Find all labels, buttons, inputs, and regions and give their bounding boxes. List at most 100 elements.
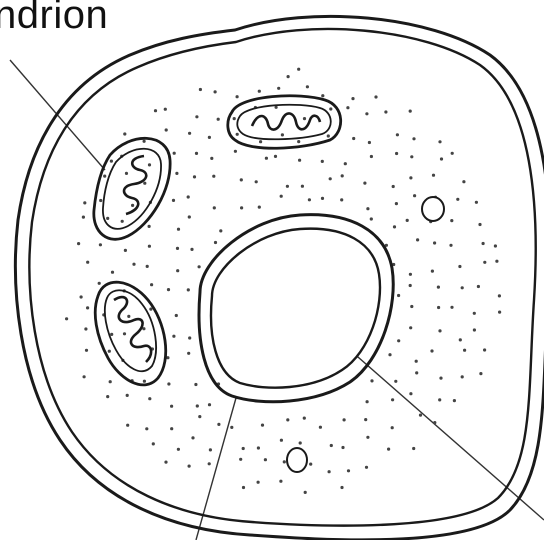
cytoplasm-granule — [176, 269, 179, 272]
cytoplasm-granule — [106, 217, 109, 220]
cytoplasm-granule — [164, 461, 167, 464]
cytoplasm-granule — [351, 97, 354, 100]
cytoplasm-granule — [126, 424, 129, 427]
cytoplasm-granule — [370, 217, 373, 220]
cytoplasm-granule — [279, 480, 282, 483]
mitochondrion-label: ndrion — [0, 0, 108, 39]
vacuole-bottom — [287, 448, 307, 472]
cytoplasm-granule — [479, 372, 482, 375]
cytoplasm-granule — [431, 270, 434, 273]
cytoplasm-granule — [126, 394, 129, 397]
cytoplasm-granule — [188, 215, 191, 218]
cytoplasm-granule — [450, 306, 453, 309]
cytoplasm-granule — [187, 288, 190, 291]
cytoplasm-granule — [473, 312, 476, 315]
cytoplasm-granule — [255, 180, 258, 183]
cytoplasm-granule — [191, 436, 194, 439]
cytoplasm-granule — [391, 398, 394, 401]
cytoplasm-granule — [388, 353, 391, 356]
cytoplasm-granule — [80, 295, 83, 298]
cytoplasm-granule — [148, 397, 151, 400]
cytoplasm-granule — [187, 195, 190, 198]
cytoplasm-granule — [217, 423, 220, 426]
cytoplasm-granule — [495, 260, 498, 263]
mitochondrion-top-cristae — [252, 113, 320, 129]
cytoplasm-granule — [309, 463, 312, 466]
cytoplasm-granule — [459, 338, 462, 341]
cytoplasm-granule — [214, 90, 217, 93]
cytoplasm-granule — [298, 159, 301, 162]
cytoplasm-granule — [143, 380, 146, 383]
cytoplasm-granule — [483, 261, 486, 264]
cytoplasm-granule — [347, 469, 350, 472]
cytoplasm-granule — [170, 427, 173, 430]
cytoplasm-granule — [450, 219, 453, 222]
cytoplasm-granule — [370, 155, 373, 158]
cytoplasm-granule — [152, 442, 155, 445]
cytoplasm-granule — [394, 380, 397, 383]
cytoplasm-granule — [148, 225, 151, 228]
cytoplasm-granule — [451, 152, 454, 155]
cytoplasm-granule — [233, 117, 236, 120]
cytoplasm-granule — [463, 349, 466, 352]
cytoplasm-granule — [374, 95, 377, 98]
cytoplasm-granule — [274, 155, 277, 158]
cytoplasm-granule — [366, 436, 369, 439]
cytoplasm-granule — [110, 160, 113, 163]
cytoplasm-granule — [458, 265, 461, 268]
cytoplasm-granule — [280, 439, 283, 442]
cytoplasm-granule — [437, 286, 440, 289]
cytoplasm-granule — [340, 486, 343, 489]
cytoplasm-granule — [352, 137, 355, 140]
cytoplasm-granule — [170, 405, 173, 408]
cytoplasm-granule — [395, 202, 398, 205]
cytoplasm-granule — [453, 399, 456, 402]
cytoplasm-granule — [430, 349, 433, 352]
cytoplasm-granule — [438, 398, 441, 401]
cytoplasm-granule — [86, 261, 89, 264]
cytoplasm-granule — [412, 447, 415, 450]
cytoplasm-granule — [208, 462, 211, 465]
cytoplasm-granule — [304, 491, 307, 494]
mitochondrion-top — [228, 96, 341, 148]
cytoplasm-granule — [498, 311, 501, 314]
mitochondrion-top-inner — [237, 105, 330, 140]
cytoplasm-granule — [195, 115, 198, 118]
cytoplasm-granule — [148, 245, 151, 248]
cytoplasm-granule — [415, 371, 418, 374]
cytoplasm-granule — [265, 157, 268, 160]
cytoplasm-granule — [456, 198, 459, 201]
cytoplasm-granule — [145, 427, 148, 430]
cytoplasm-granule — [366, 400, 369, 403]
cytoplasm-granule — [177, 228, 180, 231]
cytoplasm-granule — [111, 271, 114, 274]
cytoplasm-granule — [391, 426, 394, 429]
mitochondrion-top-outer — [228, 96, 341, 148]
cytoplasm-granule — [108, 350, 111, 353]
cytoplasm-granule — [440, 157, 443, 160]
cytoplasm-granule — [190, 248, 193, 251]
cytoplasm-granule — [195, 152, 198, 155]
cytoplasm-granule — [214, 241, 217, 244]
cytoplasm-granule — [409, 392, 412, 395]
cytoplasm-granule — [329, 177, 332, 180]
cytoplasm-granule — [346, 106, 349, 109]
cytoplasm-granule — [208, 136, 211, 139]
cytoplasm-granule — [188, 336, 191, 339]
cytoplasm-granule — [103, 175, 106, 178]
cytoplasm-granule — [98, 282, 101, 285]
cytoplasm-granule — [370, 379, 373, 382]
cytoplasm-granule — [366, 207, 369, 210]
cytoplasm-granule — [473, 328, 476, 331]
cytoplasm-granule — [82, 216, 85, 219]
cytoplasm-granule — [363, 182, 366, 185]
cytoplasm-granule — [175, 172, 178, 175]
cytoplasm-granule — [176, 247, 179, 250]
cytoplasm-granule — [397, 294, 400, 297]
cytoplasm-granule — [482, 242, 485, 245]
cytoplasm-granule — [406, 219, 409, 222]
mitochondrion-left-lower-cristae — [114, 297, 151, 362]
cytoplasm-granule — [439, 377, 442, 380]
